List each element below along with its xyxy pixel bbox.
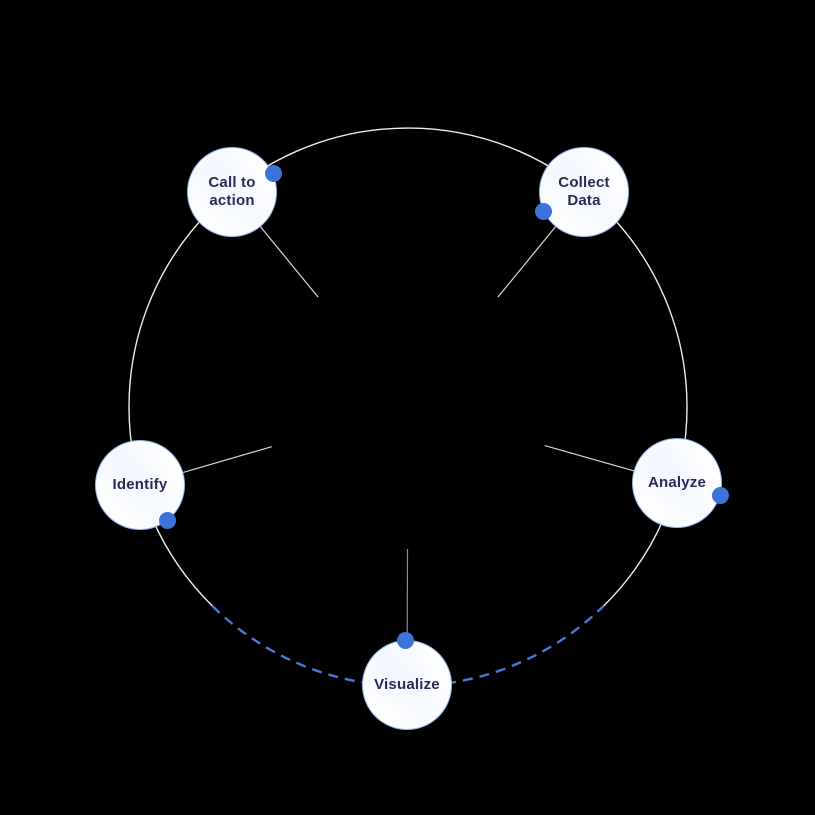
marker-dot-collect-data [535, 203, 553, 221]
spoke-call-to-action [260, 226, 319, 298]
node-label-analyze: Analyze [647, 474, 707, 492]
spoke-analyze [544, 445, 634, 472]
node-analyze[interactable]: Analyze [632, 438, 722, 528]
ring-solid-arc [128, 127, 688, 607]
node-collect-data[interactable]: Collect Data [539, 147, 629, 237]
node-label-visualize: Visualize [374, 676, 440, 694]
node-visualize[interactable]: Visualize [362, 640, 452, 730]
node-label-collect-data: Collect Data [558, 174, 610, 209]
node-label-identify: Identify [112, 476, 168, 494]
marker-dot-identify [159, 511, 177, 529]
marker-dot-call-to-action [264, 165, 282, 183]
marker-dot-visualize [396, 631, 414, 649]
marker-dot-analyze [711, 486, 729, 504]
spoke-collect-data [497, 226, 556, 298]
spoke-identify [183, 446, 272, 473]
node-label-call-to-action: Call to action [208, 174, 256, 209]
node-call-to-action[interactable]: Call to action [187, 147, 277, 237]
